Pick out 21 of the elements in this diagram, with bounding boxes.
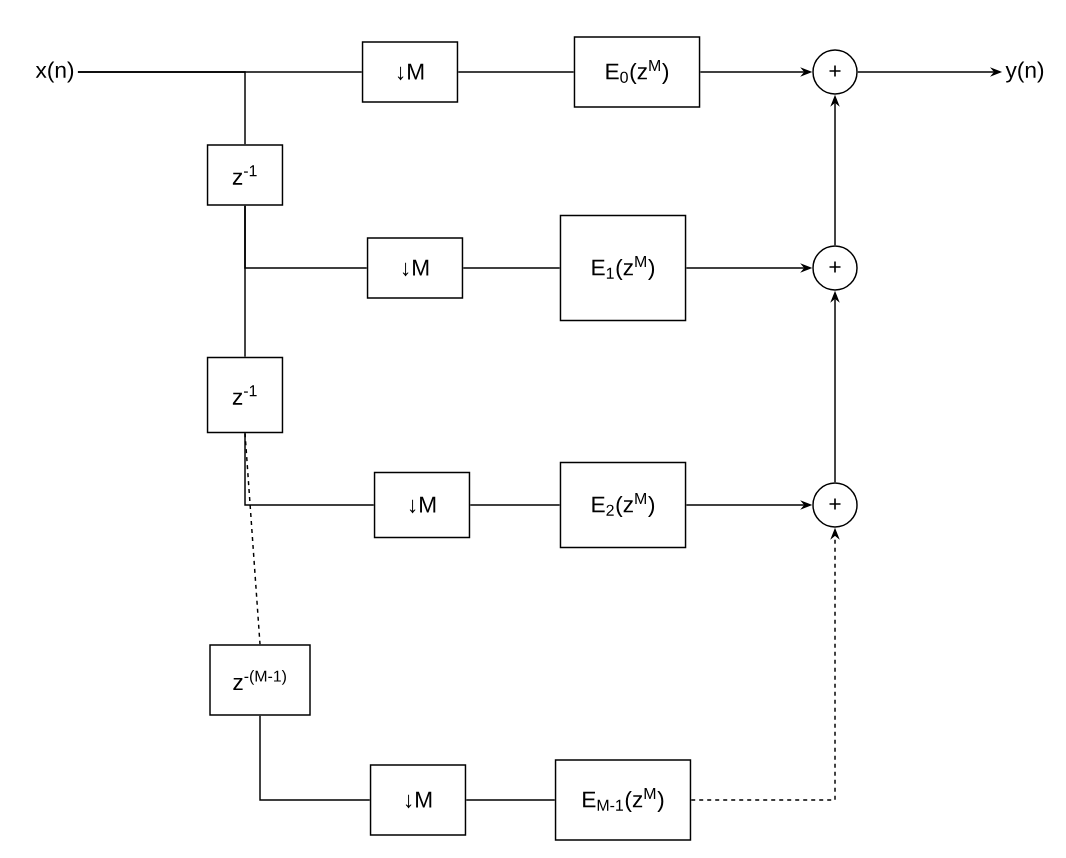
delay-box: z$^{-1}$ [206, 356, 284, 434]
signal-line [244, 432, 261, 645]
signal-line [77, 71, 246, 145]
delay-box: z$^{-1}$ [206, 144, 284, 206]
signal-line [462, 267, 561, 269]
filter-box: E$_{1}$(z$^{M}$) [559, 214, 687, 322]
downsampler-box: ↓M [361, 41, 459, 103]
downsampler-box: ↓M [373, 471, 471, 539]
signal-line [457, 71, 575, 73]
filter-box: E$_{0}$(z$^{M}$) [573, 36, 701, 108]
downsampler-box: ↓M [366, 237, 464, 299]
signal-line [244, 205, 246, 358]
signal-line [465, 799, 556, 801]
filter-box: E$_{2}$(z$^{M}$) [559, 461, 687, 549]
input-label: x(n) [35, 61, 74, 83]
signal-line [469, 504, 561, 506]
signal-line [259, 715, 371, 801]
delay-box: z$^{-(M-1)}$ [209, 644, 311, 716]
downsampler-box: ↓M [369, 764, 467, 836]
filter-box: E$_{M-1}$(z$^{M}$) [554, 759, 692, 841]
output-label: y(n) [1005, 61, 1044, 83]
